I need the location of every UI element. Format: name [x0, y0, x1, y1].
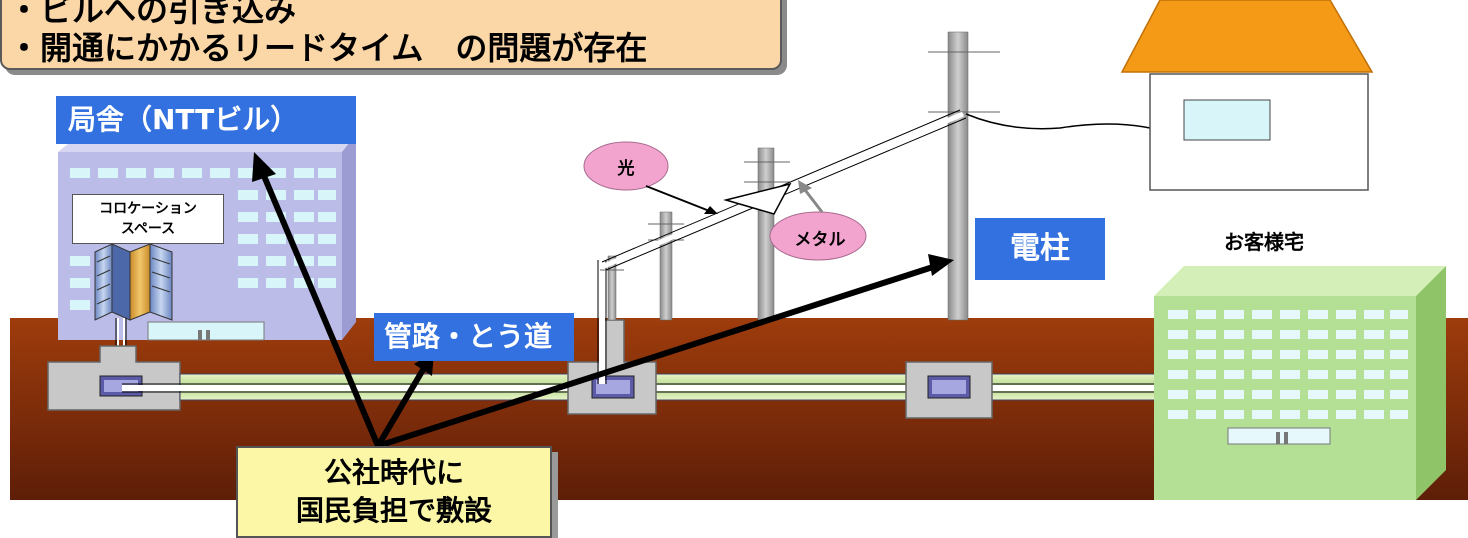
colocation-space-label: コロケーション スペース [72, 194, 224, 244]
manhole-left [47, 345, 181, 411]
note-line-2: 国民負担で敷設 [295, 494, 492, 527]
callout-line-1: ・ビルへの引き込み [8, 0, 297, 29]
hikari-ellipse [583, 141, 669, 191]
label-denchu: 電柱 [975, 218, 1105, 280]
label-metal: メタル [794, 230, 846, 250]
label-kyokusha: 局舎（NTTビル） [56, 96, 356, 144]
pointer-arrows [261, 174, 937, 449]
note-line-1: 公社時代に [323, 456, 464, 489]
drop-wire [965, 113, 1151, 130]
office-building [1154, 266, 1446, 500]
server-rack-icon [94, 243, 173, 321]
utility-pole-main [928, 31, 1000, 321]
metal-ellipse [769, 211, 867, 261]
colocation-line-1: コロケーション [99, 201, 197, 217]
installation-note: 公社時代に 国民負担で敷設 [236, 446, 552, 538]
manhole-right [905, 361, 993, 419]
hikari-arrow [645, 185, 713, 213]
utility-pole-2 [648, 211, 684, 321]
issue-callout: ・ビルへの引き込み ・開通にかかるリードタイム の問題が存在 [0, 0, 782, 70]
callout-line-2: ・開通にかかるリードタイム の問題が存在 [8, 29, 648, 67]
colocation-line-2: スペース [120, 221, 176, 237]
arrow-head-building [252, 152, 276, 182]
arrow-head-pole [928, 254, 954, 276]
utility-pole-small [600, 255, 624, 321]
house-icon [1120, 0, 1374, 191]
label-kanro: 管路・とう道 [374, 313, 574, 361]
label-hikari: 光 [617, 159, 635, 179]
splitter-icon [723, 182, 792, 215]
label-customer: お客様宅 [1224, 230, 1304, 254]
